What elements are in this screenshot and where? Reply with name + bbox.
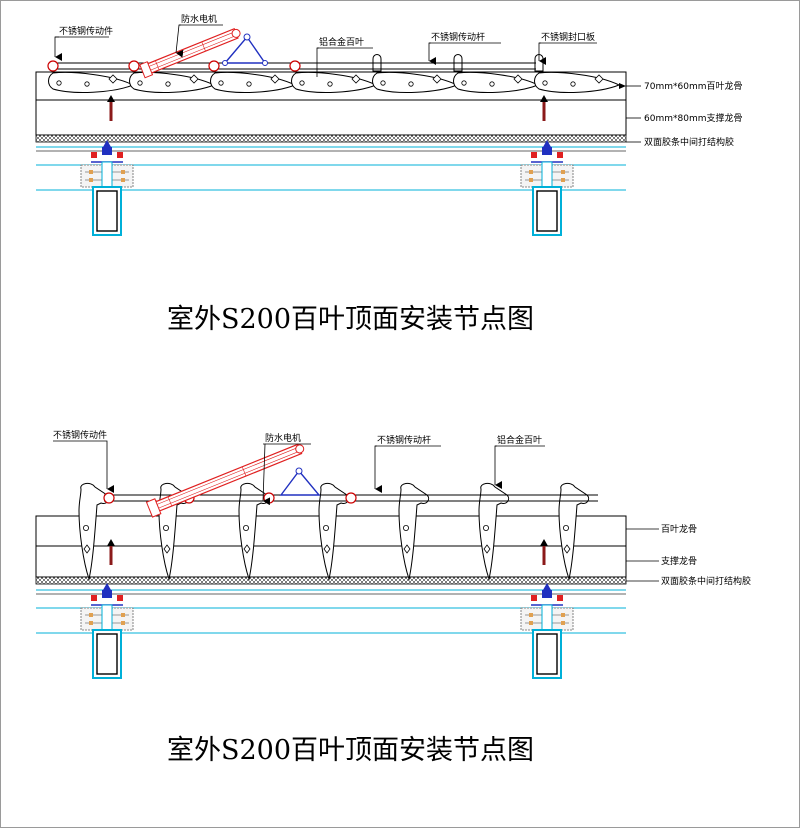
clamp-head: [102, 147, 112, 155]
blade-pivot: [542, 80, 548, 86]
blade-pivot: [83, 525, 90, 532]
top-label-ss-part: 不锈钢传动件: [59, 25, 113, 37]
hollow-tube-inner: [536, 633, 558, 675]
bottom-label-support-keel: 支撑龙骨: [661, 555, 697, 567]
blade-pivot: [84, 81, 90, 87]
blade-pivot: [322, 525, 329, 532]
bottom-glue-strip: [35, 576, 627, 585]
clamp-head: [542, 590, 552, 598]
top-label-glue: 双面胶条中间打结构胶: [644, 136, 734, 148]
top-label-ss-rod: 不锈钢传动杆: [431, 31, 485, 43]
bottom-louver-blade: [238, 482, 270, 581]
bottom-drawing-title: 室外S200百叶顶面安装节点图: [167, 735, 534, 766]
top-linkage-bracket: [223, 35, 267, 64]
bottom-linkage-bracket: [279, 469, 321, 496]
bottom-detail: 不锈钢传动件 防水电机 不锈钢传动杆 铝合金百叶 百叶龙骨 支撑龙骨 双面胶条中…: [35, 429, 751, 766]
bottom-louver-blade: [558, 482, 590, 581]
bottom-louver-blade: [318, 482, 350, 581]
top-support-post-right: [520, 140, 574, 236]
blade-pivot: [570, 81, 576, 87]
bottom-label-glue: 双面胶条中间打结构胶: [661, 575, 751, 587]
top-label-support-keel: 60mm*80mm支撑龙骨: [644, 112, 742, 124]
blade-pivot: [242, 525, 249, 532]
blade-pivot: [162, 525, 169, 532]
hollow-tube-inner: [96, 190, 118, 232]
top-glue-strip: [35, 134, 627, 143]
top-label-ss-plate: 不锈钢封口板: [541, 31, 595, 43]
blade-pivot: [489, 81, 495, 87]
blade-pivot: [165, 81, 171, 87]
top-label-louver-keel: 70mm*60mm百叶龙骨: [644, 80, 742, 92]
blade-pivot: [299, 80, 305, 86]
top-label-alu-louver: 铝合金百叶: [319, 36, 364, 48]
blade-pivot: [482, 525, 489, 532]
bottom-louver-blade: [398, 482, 430, 581]
top-detail: 不锈钢传动件 防水电机 铝合金百叶 不锈钢传动杆 不锈钢封口板 70mm*60m…: [35, 13, 742, 335]
bottom-anchor-bolt-left: [107, 539, 115, 565]
bottom-label-ss-part: 不锈钢传动件: [53, 429, 107, 441]
bottom-label-alu-louver: 铝合金百叶: [497, 434, 542, 446]
top-anchor-bolt-left: [107, 95, 115, 121]
top-rod-pin: [47, 60, 59, 72]
blade-pivot: [218, 80, 224, 86]
top-support-post-left: [80, 140, 134, 236]
blade-pivot: [408, 81, 414, 87]
bottom-support-post-right: [520, 583, 574, 679]
blade-pivot: [380, 80, 386, 86]
bottom-support-post-left: [80, 583, 134, 679]
top-louver-blade: [372, 54, 459, 93]
top-waterproof-motor: [139, 27, 241, 79]
top-label-motor: 防水电机: [181, 13, 217, 25]
hollow-tube-inner: [96, 633, 118, 675]
top-louver-blade: [453, 54, 540, 93]
top-anchor-bolt-right: [540, 95, 548, 121]
top-support-keel: [35, 99, 627, 136]
blade-pivot: [461, 80, 467, 86]
bottom-louver-blade: [78, 482, 110, 581]
clamp-head: [542, 147, 552, 155]
bottom-anchor-bolt-right: [540, 539, 548, 565]
top-glass-lines: [36, 146, 626, 191]
bottom-label-ss-rod: 不锈钢传动杆: [377, 434, 431, 446]
blade-pivot: [327, 81, 333, 87]
bottom-label-motor: 防水电机: [265, 432, 301, 444]
blade-pivot: [246, 81, 252, 87]
top-louver-blade: [210, 66, 297, 93]
blade-pivot: [56, 80, 62, 86]
top-drawing-title: 室外S200百叶顶面安装节点图: [167, 304, 534, 335]
blade-pivot: [137, 80, 143, 86]
clamp-head: [102, 590, 112, 598]
hollow-tube-inner: [536, 190, 558, 232]
bottom-label-louver-keel: 百叶龙骨: [661, 523, 697, 535]
blade-pivot: [563, 525, 570, 532]
top-leaders: [54, 24, 641, 143]
bottom-louver-blade: [478, 482, 510, 581]
bottom-waterproof-motor: [145, 443, 305, 518]
bottom-leaders: [53, 440, 659, 582]
blade-pivot: [402, 525, 409, 532]
